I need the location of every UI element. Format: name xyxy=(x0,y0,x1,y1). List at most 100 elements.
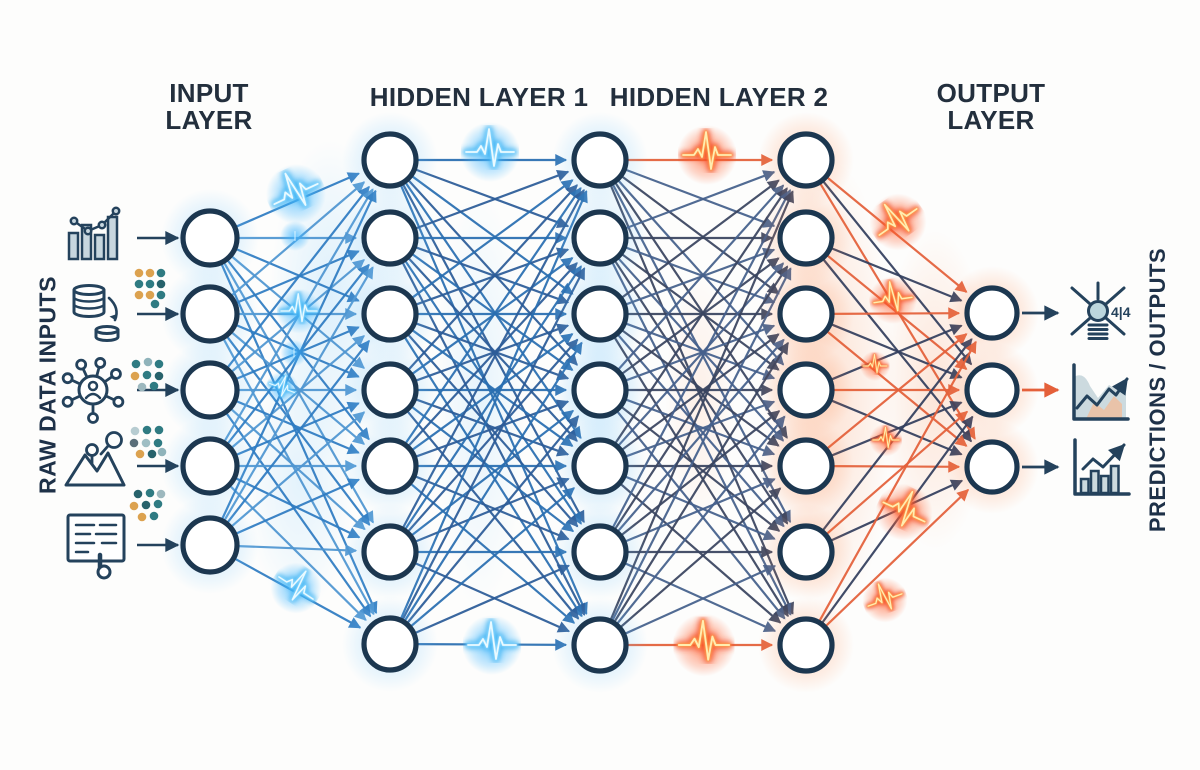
edge xyxy=(412,321,570,381)
signal-pulse-orange xyxy=(862,577,908,623)
data-dot xyxy=(130,426,140,436)
edge xyxy=(411,560,571,633)
neuron-node xyxy=(361,523,419,581)
predictions-outputs-label: PREDICTIONS / OUTPUTS xyxy=(1145,247,1170,533)
edge xyxy=(404,415,580,627)
label-output-layer: OUTPUT LAYER xyxy=(937,80,1046,134)
edge xyxy=(622,167,776,228)
signal-pulse-blue xyxy=(276,288,322,334)
data-dot xyxy=(129,438,139,448)
edge xyxy=(622,399,776,459)
signal-pulse-blue xyxy=(265,371,299,405)
neuron-node xyxy=(964,439,1020,495)
label-hidden-layer-2: HIDDEN LAYER 2 xyxy=(610,84,829,111)
neuron-node xyxy=(361,361,419,419)
signal-pulse-orange xyxy=(869,193,927,251)
edge xyxy=(614,407,786,620)
data-dot xyxy=(156,489,166,499)
signal-pulse-blue xyxy=(266,164,326,224)
data-dot xyxy=(131,359,141,369)
edge xyxy=(615,184,785,373)
data-dot xyxy=(154,359,164,369)
edge xyxy=(408,333,574,453)
data-dot xyxy=(142,425,152,435)
data-dot xyxy=(156,268,166,278)
neuron-node xyxy=(571,209,629,267)
neuron-node xyxy=(180,360,240,420)
data-dot xyxy=(134,290,144,300)
neuron-node xyxy=(361,615,419,673)
data-dot xyxy=(137,382,147,392)
neuron-node xyxy=(361,131,419,189)
data-dot xyxy=(156,279,166,289)
neuron-node xyxy=(571,523,629,581)
edge xyxy=(412,399,570,459)
data-dot xyxy=(145,279,155,289)
bar-growth-icon xyxy=(1073,438,1131,496)
edge xyxy=(408,257,574,377)
edge xyxy=(228,411,366,530)
edge xyxy=(615,262,785,449)
edge xyxy=(412,247,570,307)
neuron-node xyxy=(180,515,240,575)
neuron-node xyxy=(361,437,419,495)
edge xyxy=(411,564,570,636)
edge xyxy=(621,560,777,633)
edge xyxy=(618,327,780,447)
raw-data-inputs-label: RAW DATA INPUTS xyxy=(34,276,61,494)
data-dot xyxy=(137,512,147,522)
edge xyxy=(617,487,782,631)
neuron-node xyxy=(777,285,835,343)
edge xyxy=(622,397,776,457)
data-dot xyxy=(143,357,153,367)
edge xyxy=(827,324,963,382)
data-dot xyxy=(154,425,164,435)
signal-pulse-blue xyxy=(270,562,322,614)
edge xyxy=(405,262,578,450)
edge xyxy=(408,173,574,295)
database-sync-icon xyxy=(72,284,120,342)
edge xyxy=(227,405,366,531)
data-dot xyxy=(145,268,155,278)
label-line: HIDDEN LAYER 2 xyxy=(609,82,829,112)
data-dot-cluster xyxy=(134,268,166,309)
label-line: INPUT xyxy=(169,78,249,108)
edge xyxy=(411,474,570,541)
edge xyxy=(408,179,574,301)
edge xyxy=(227,482,367,621)
edge xyxy=(405,254,578,442)
edge xyxy=(412,169,570,231)
edge xyxy=(820,177,973,366)
data-dot xyxy=(145,488,155,498)
data-dot xyxy=(154,371,164,381)
signal-pulse-blue xyxy=(280,339,308,367)
edge xyxy=(622,321,776,381)
edge xyxy=(408,251,574,371)
data-dot xyxy=(141,438,151,448)
edge xyxy=(622,170,776,231)
label-line: OUTPUT xyxy=(936,78,1046,108)
edge xyxy=(621,564,777,637)
signal-pulse-orange xyxy=(672,613,736,677)
edge xyxy=(407,487,575,630)
area-trend-icon xyxy=(1072,363,1130,421)
neuron-node xyxy=(964,362,1020,418)
nodes-group xyxy=(161,112,1039,693)
data-dot xyxy=(153,499,163,509)
burst-value-text: 4|4 xyxy=(1111,304,1131,320)
label-line: LAYER xyxy=(947,105,1035,135)
signal-pulse-orange xyxy=(869,423,903,457)
neuron-node xyxy=(571,361,629,419)
edge xyxy=(614,415,786,628)
edge xyxy=(618,333,780,453)
neuron-node xyxy=(777,209,835,267)
edge xyxy=(618,179,780,301)
edge xyxy=(402,265,583,533)
alert-burst-icon: 4|4 xyxy=(1070,281,1131,340)
edge xyxy=(823,410,969,538)
signal-pulse-blue xyxy=(462,615,522,675)
edge xyxy=(618,257,780,377)
neuron-node xyxy=(571,437,629,495)
